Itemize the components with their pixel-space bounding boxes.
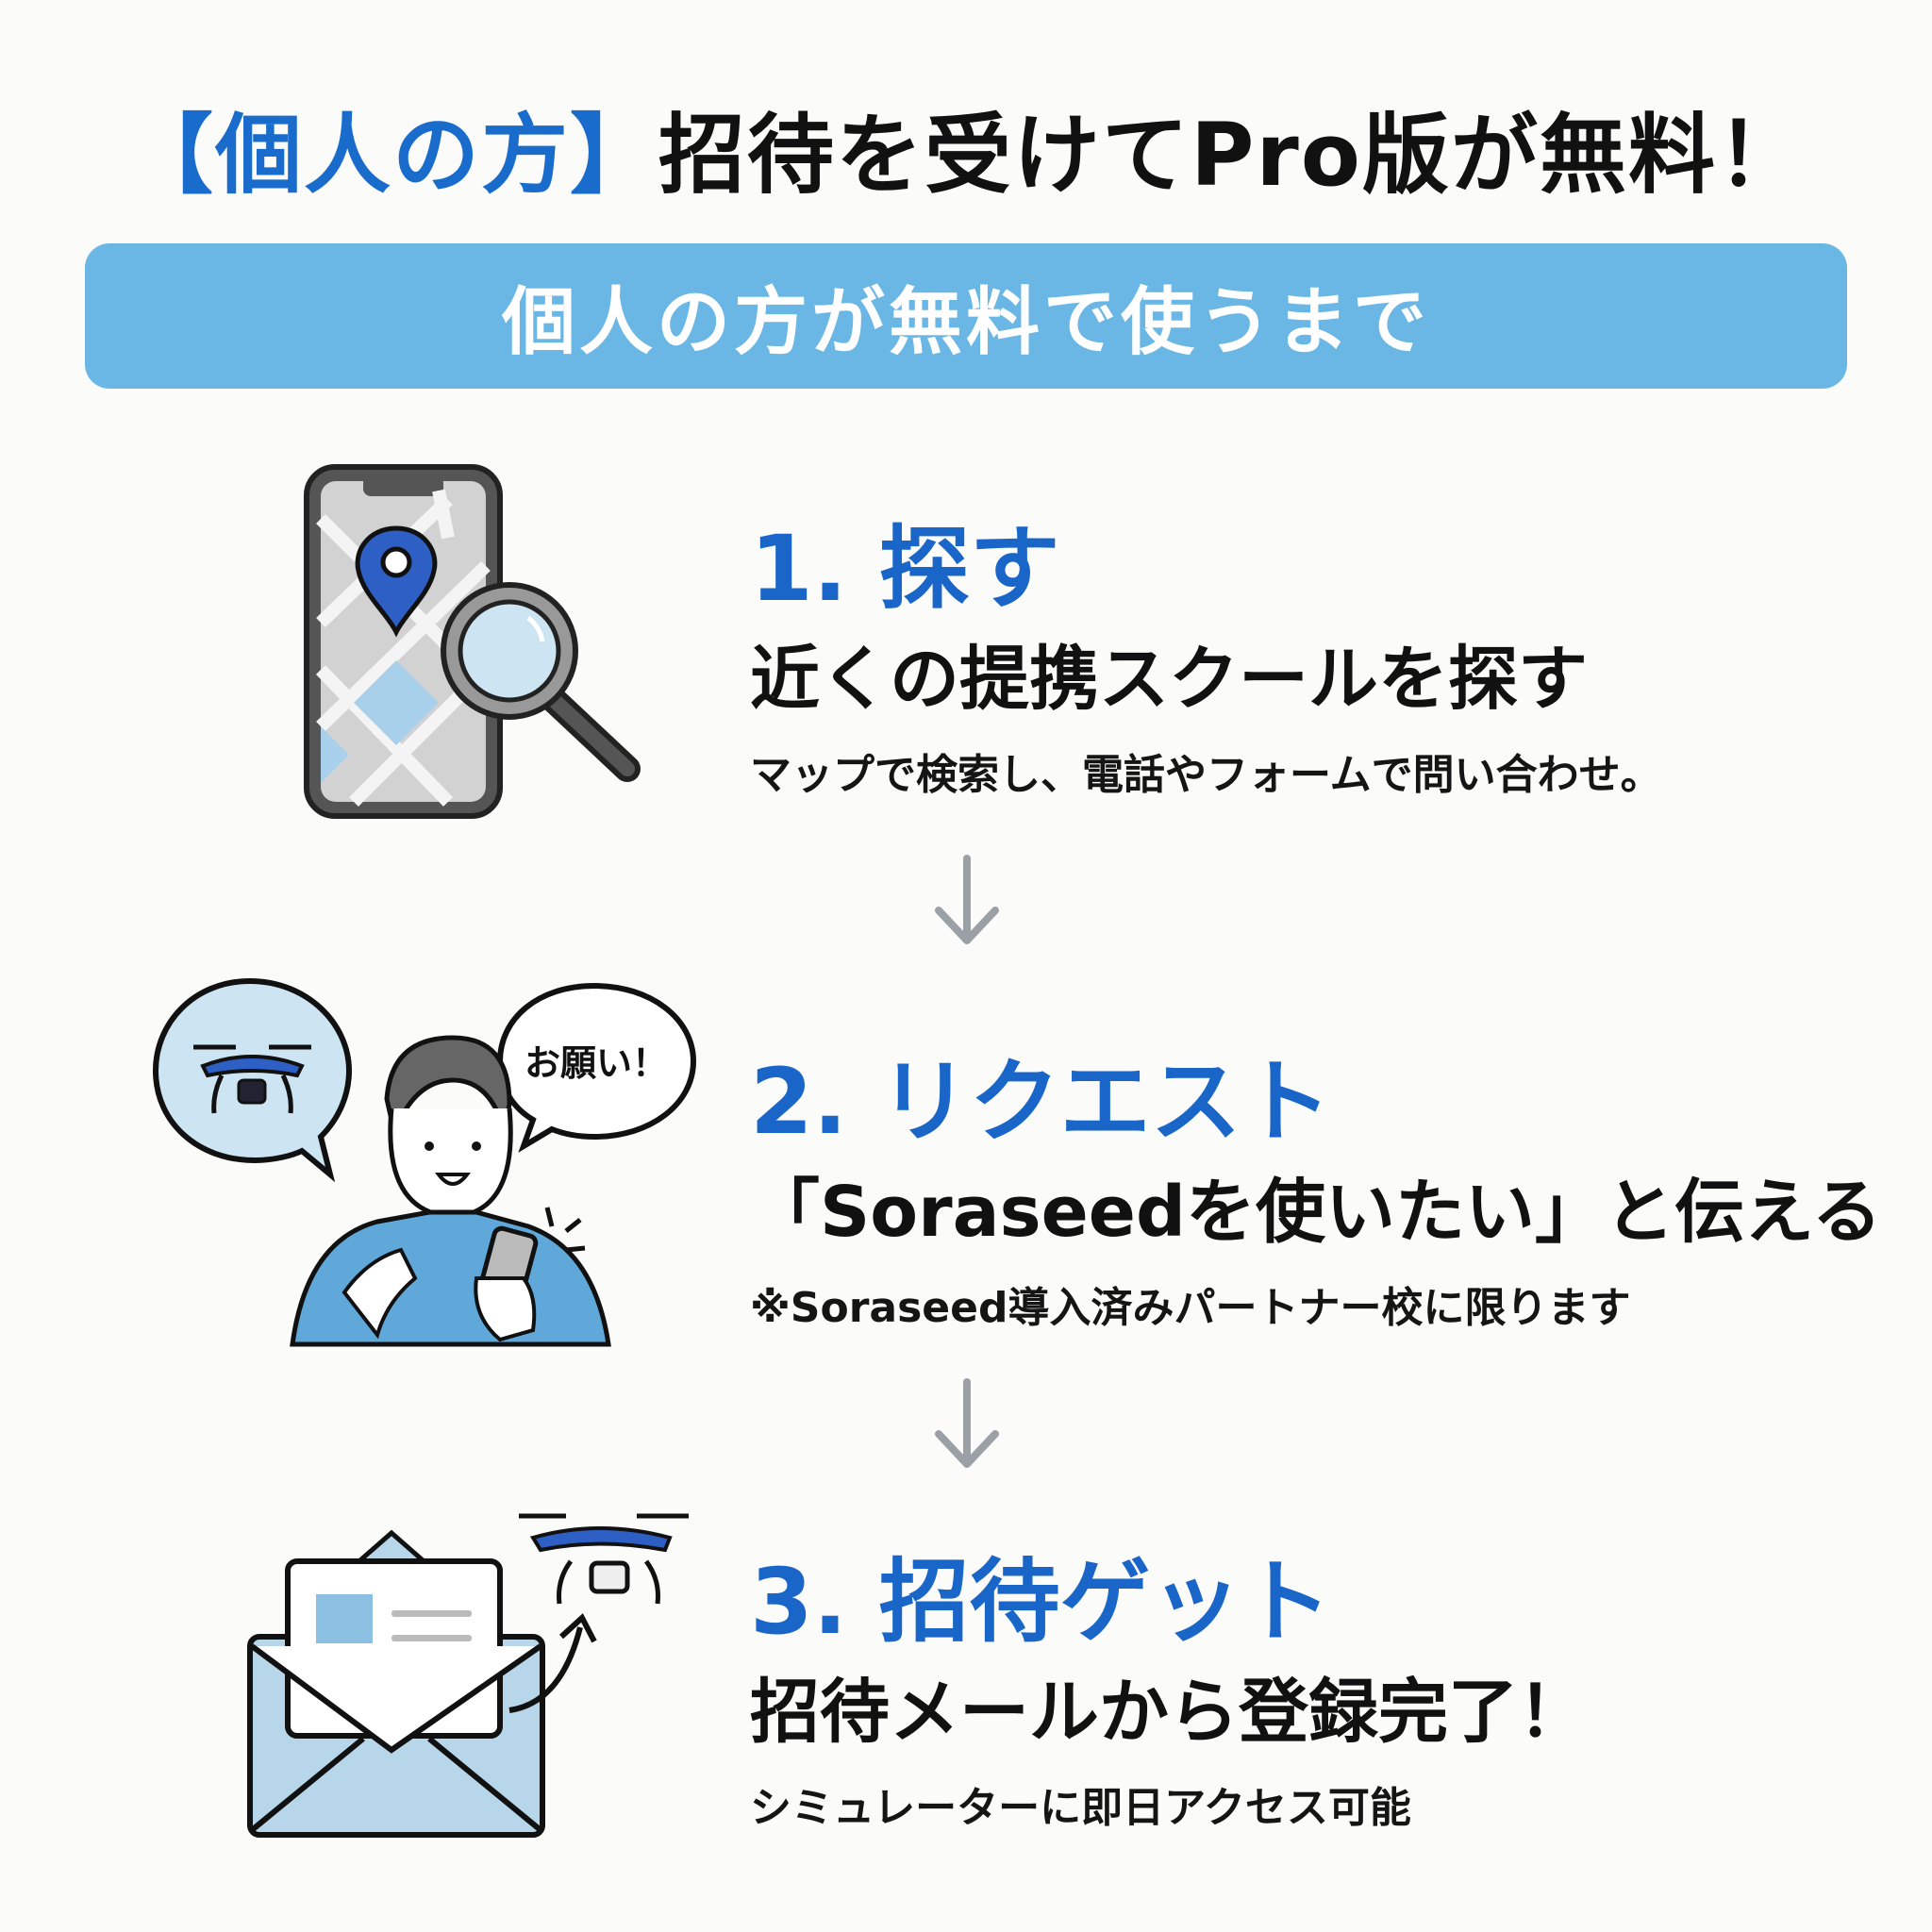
title-main: 招待を受けてPro版が無料！	[658, 105, 1807, 206]
step-1-description: マップで検索し、電話やフォームで問い合わせ。	[750, 751, 1662, 799]
step-3-description: シミュレーターに即日アクセス可能	[750, 1784, 1411, 1832]
step-2-headline: 「Soraseedを使いたい」と伝える	[750, 1172, 1882, 1253]
step-2-title: 2. リクエスト	[750, 1049, 1332, 1155]
phone-map-search-icon	[304, 464, 641, 819]
person-request-icon: お願い！	[152, 977, 697, 1347]
banner-label: 個人の方が無料で使うまで	[501, 280, 1430, 365]
title-accent: 【個人の方】	[125, 105, 658, 206]
step-1-title: 1. 探す	[750, 516, 1060, 622]
envelope-drone-icon	[247, 1513, 689, 1838]
section-banner: 個人の方が無料で使うまで	[85, 243, 1847, 389]
speech-bubble-text: お願い！	[525, 1042, 668, 1084]
step-2-description: ※Soraseed導入済みパートナー校に限ります	[750, 1284, 1631, 1332]
step-3-title: 3. 招待ゲット	[750, 1549, 1332, 1655]
arrow-down-icon	[935, 855, 999, 944]
step-1-headline: 近くの提携スクールを探す	[750, 639, 1588, 720]
step-3-headline: 招待メールから登録完了！	[750, 1672, 1588, 1753]
arrow-down-icon	[935, 1378, 999, 1468]
page-title: 【個人の方】招待を受けてPro版が無料！	[0, 85, 1932, 210]
